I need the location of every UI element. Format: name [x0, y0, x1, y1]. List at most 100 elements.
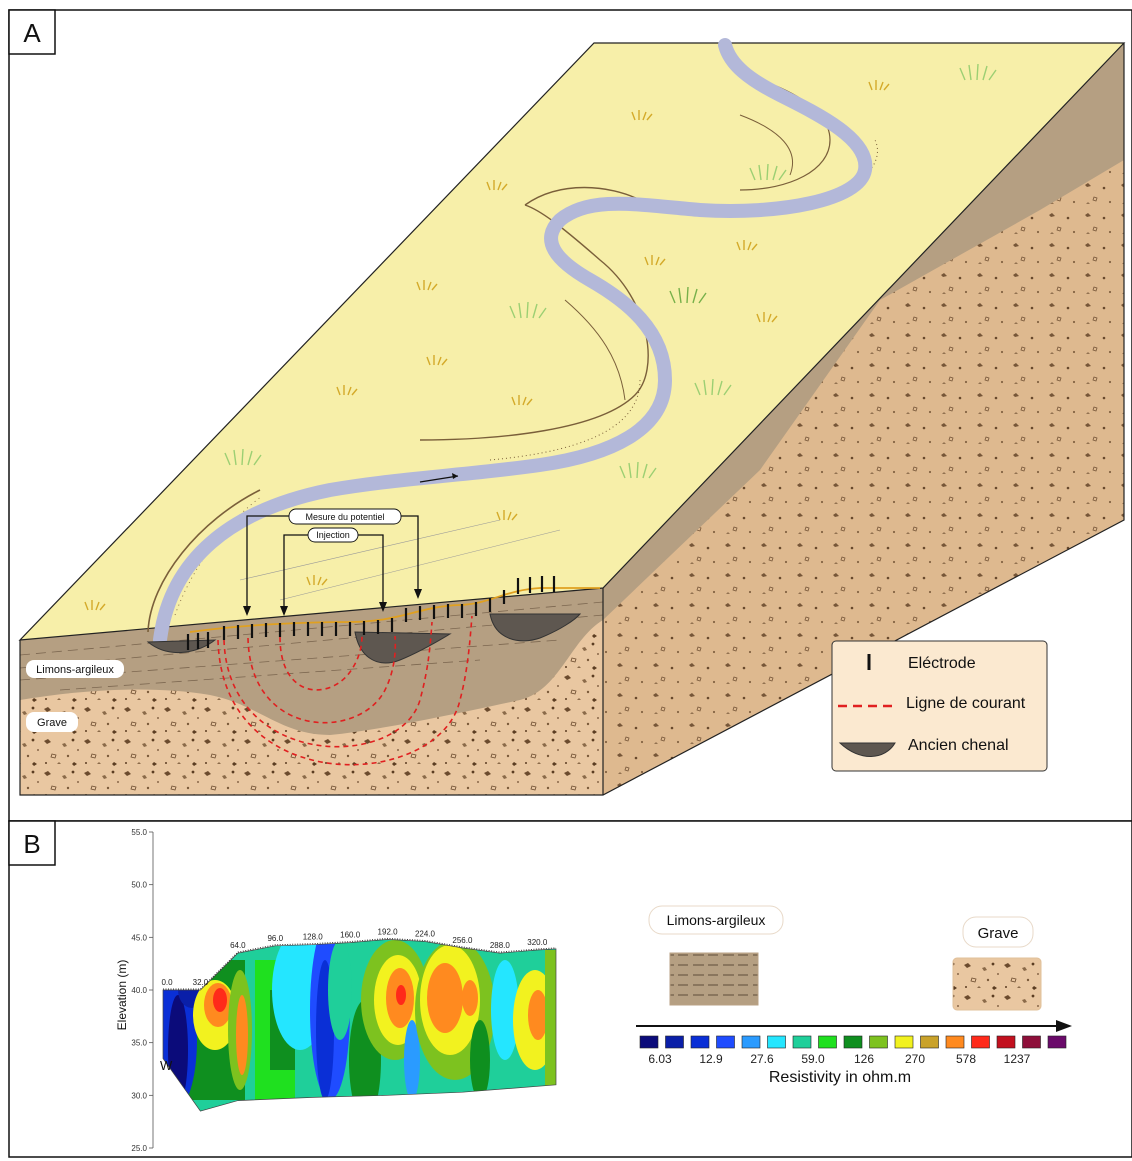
elevation-axis: 25.030.035.040.045.050.055.0 [131, 828, 154, 1153]
colorbar-label: 6.03 [648, 1052, 672, 1066]
distance-label: 64.0 [230, 941, 246, 950]
elevation-tick-label: 55.0 [131, 828, 147, 837]
colorbar-label: 270 [905, 1052, 925, 1066]
arrow-injection-left [280, 606, 288, 616]
colorbar-label: 27.6 [750, 1052, 774, 1066]
arrow-potential-left [243, 606, 251, 616]
legend-electrode-label: Eléctrode [908, 655, 976, 672]
vegetation [84, 63, 997, 611]
colorbar-swatch [894, 1035, 914, 1049]
colorbar-label: 12.9 [699, 1052, 723, 1066]
distance-labels: 0.0 32.0 64.0 96.0 128.0 160.0 192.0 224.0 256.0… [161, 927, 557, 990]
flow-arrow [419, 475, 459, 483]
colorbar-swatch [639, 1035, 659, 1049]
side-label-west: W [160, 1058, 173, 1073]
section-outline [162, 939, 557, 1112]
silt-swatch [669, 952, 759, 1006]
colorbar-swatch [971, 1035, 990, 1049]
block-side-silt [603, 43, 1124, 620]
panel-b-tag-box [8, 820, 56, 866]
arrow-potential-right [414, 589, 422, 599]
gravel-swatch [952, 957, 1042, 1011]
section-inversion-image [163, 939, 556, 1112]
survey-profile-line [189, 587, 600, 633]
elevation-tick-label: 35.0 [131, 1039, 147, 1048]
meander-scar-2 [524, 186, 641, 206]
distance-label: 320.0 [527, 938, 548, 947]
legend-box [831, 640, 1048, 772]
distance-label: 160.0 [340, 931, 361, 940]
panel-a-tag-box [8, 9, 56, 55]
distance-label: 128.0 [303, 933, 324, 942]
elevation-tick-label: 30.0 [131, 1091, 147, 1100]
electrodes [186, 576, 556, 650]
legend-current-label: Ligne de courant [906, 695, 1026, 712]
colorbar-labels: 6.03 12.9 27.6 59.0 126 270 578 1237 [648, 1052, 1030, 1066]
potential-label: Mesure du potentiel [305, 512, 384, 522]
colorbar-swatch [792, 1035, 812, 1049]
elevation-tick-label: 25.0 [131, 1144, 147, 1153]
elevation-tick-label: 40.0 [131, 986, 147, 995]
colorbar-swatch [843, 1035, 863, 1049]
meander-scar-5 [739, 114, 793, 176]
distance-label: 288.0 [490, 941, 511, 950]
terrace-scarp [147, 489, 261, 633]
distance-label: 0.0 [161, 978, 173, 987]
colorbar-swatch [690, 1035, 710, 1049]
potential-label-box [288, 508, 402, 525]
meander-scar-1 [419, 204, 649, 441]
colorbar-arrowhead [1056, 1020, 1072, 1032]
colorbar-swatch [665, 1035, 684, 1049]
ancient-channel-3 [489, 613, 582, 642]
silt-label-box [26, 660, 124, 678]
distance-label: 192.0 [378, 927, 399, 936]
gravel-label-box [26, 712, 78, 732]
meander-scar-4 [564, 299, 626, 401]
colorbar-swatch [716, 1035, 735, 1049]
injection-label-box [307, 527, 359, 543]
resistivity-section: 25.030.035.040.045.050.055.0 Elevation (… [115, 828, 557, 1153]
panel-b: B 25.030.035.040.045.050.055.0 Elevation… [8, 820, 1132, 1158]
elevation-tick-label: 50.0 [131, 881, 147, 890]
ancient-channel-2 [354, 631, 452, 664]
silt-legend-label: Limons-argileux [667, 912, 766, 928]
distance-label: 256.0 [452, 936, 473, 945]
current-lines [217, 615, 473, 766]
colorbar-title: Resistivity in ohm.m [769, 1069, 911, 1086]
panel-b-tag: B [23, 829, 40, 859]
block-front-silt [20, 588, 603, 735]
panel-a: Mesure du potentiel Injection Limons-arg… [8, 9, 1132, 822]
colorbar-swatch [996, 1035, 1016, 1049]
gravel-legend-label: Grave [978, 925, 1019, 942]
injection-label: Injection [316, 530, 350, 540]
colorbar-label: 1237 [1004, 1052, 1031, 1066]
colorbar-swatch [869, 1035, 888, 1049]
colorbar-swatch [945, 1035, 965, 1049]
distance-label: 32.0 [193, 978, 209, 987]
meander-scar-hachure [489, 379, 641, 461]
elevation-axis-label: Elevation (m) [115, 960, 129, 1031]
silt-legend-label-box [648, 905, 784, 935]
terrace-hachures [174, 495, 263, 616]
colorbar-swatch [1047, 1035, 1067, 1049]
distance-label: 224.0 [415, 930, 436, 939]
legend-channel-label: Ancien chenal [908, 737, 1009, 754]
colorbar-label: 59.0 [801, 1052, 825, 1066]
silt-label: Limons-argileux [36, 664, 114, 676]
colorbar-label: 578 [956, 1052, 976, 1066]
survey-guide-lines [239, 519, 561, 601]
legend-channel-symbol [838, 742, 896, 757]
arrow-injection-right [379, 602, 387, 612]
topography-line [163, 937, 557, 990]
gravel-label: Grave [37, 717, 67, 729]
silt-bedding-lines [19, 601, 604, 691]
panel-a-tag: A [23, 18, 41, 48]
colorbar-swatch [1022, 1035, 1041, 1049]
flow-arrowhead [452, 473, 458, 479]
gravel-legend-label-box [962, 916, 1034, 948]
colorbar-swatch [818, 1035, 837, 1049]
colorbar-label: 126 [854, 1052, 874, 1066]
river [153, 38, 873, 647]
distance-label: 96.0 [267, 934, 283, 943]
